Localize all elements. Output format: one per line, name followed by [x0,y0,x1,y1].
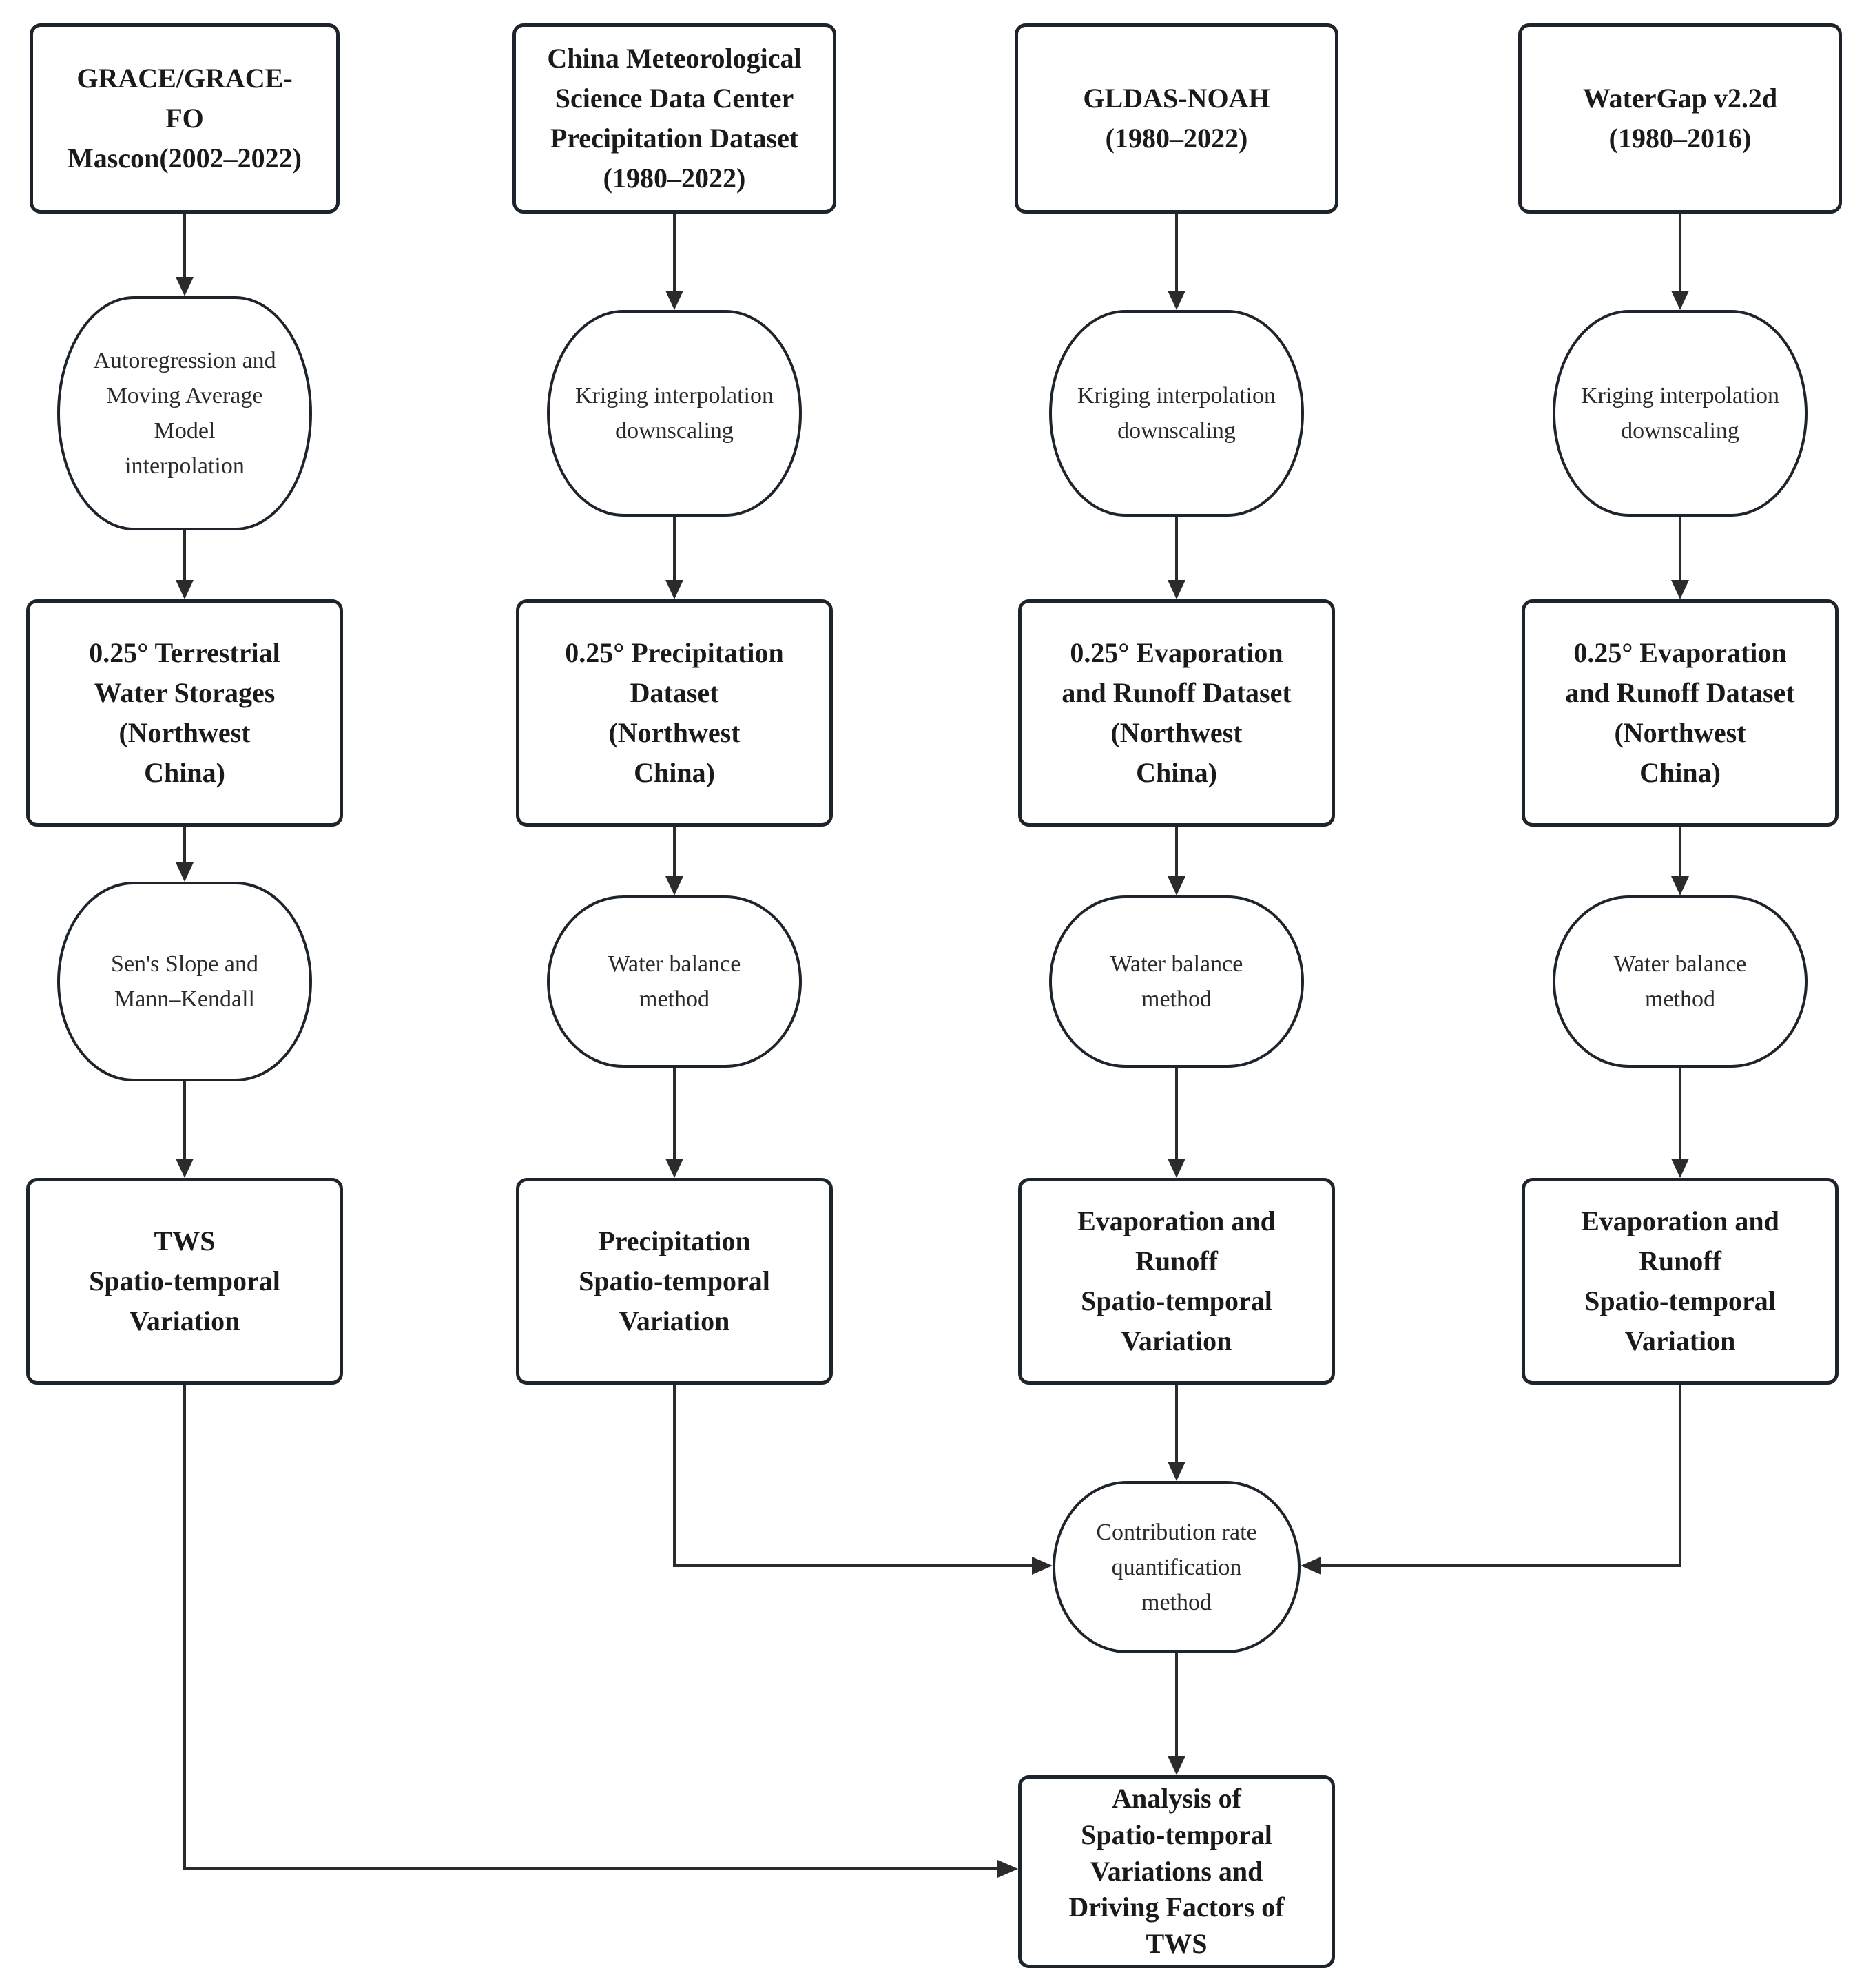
flow-node-evap-variation-watergap: Evaporation and Runoff Spatio-temporal V… [1522,1178,1839,1385]
watergap-source-label: WaterGap v2.2d (1980–2016) [1582,83,1778,154]
flow-node-gldas-source: GLDAS-NOAH (1980–2022) [1015,23,1338,214]
tws-dataset-label: 0.25° Terrestrial Water Storages (Northw… [89,637,280,788]
edge-evap-dataset-watergap-to-wb-arrowhead-icon [1671,876,1689,895]
edge-sens-to-tws-variation-arrowhead-icon [176,1159,194,1178]
edge-arma-to-tws-dataset-arrowhead-icon [176,580,194,599]
edge-wb-to-evap-variation-watergap-arrowhead-icon [1671,1159,1689,1178]
water-balance-precip-label: Water balance method [608,951,741,1012]
edge-kriging-to-evap-dataset-gldas-arrowhead-icon [1168,580,1185,599]
edge-contribution-to-analysis-arrowhead-icon [1168,1756,1185,1775]
flow-node-analysis: Analysis of Spatio-temporal Variations a… [1018,1775,1335,1968]
edge-cmsdc-to-kriging-line [673,214,676,291]
edge-evap-variation-watergap-to-contribution-hline [1321,1564,1681,1567]
flow-node-evap-dataset-gldas: 0.25° Evaporation and Runoff Dataset (No… [1018,599,1335,827]
precip-variation-label: Precipitation Spatio-temporal Variation [579,1225,770,1336]
evap-dataset-gldas-label: 0.25° Evaporation and Runoff Dataset (No… [1062,637,1292,788]
edge-gldas-to-kriging-line [1175,214,1178,291]
evap-dataset-watergap-label: 0.25° Evaporation and Runoff Dataset (No… [1565,637,1795,788]
edge-wb-to-evap-variation-gldas-line [1175,1068,1178,1159]
flow-node-evap-dataset-watergap: 0.25° Evaporation and Runoff Dataset (No… [1522,599,1839,827]
arma-interpolation-label: Autoregression and Moving Average Model … [93,348,276,479]
kriging-precip-label: Kriging interpolation downscaling [574,383,774,444]
edge-wb-to-precip-variation-arrowhead-icon [665,1159,683,1178]
edge-kriging-to-evap-dataset-watergap-arrowhead-icon [1671,580,1689,599]
flow-node-water-balance-gldas: Water balance method [1049,895,1304,1068]
edge-evap-dataset-gldas-to-wb-arrowhead-icon [1168,876,1185,895]
flow-node-precip-dataset: 0.25° Precipitation Dataset (Northwest C… [516,599,833,827]
edge-tws-variation-to-analysis-arrowhead-icon [997,1860,1018,1878]
contribution-rate-label: Contribution rate quantification method [1096,1519,1257,1615]
flow-node-precip-variation: Precipitation Spatio-temporal Variation [516,1178,833,1385]
analysis-label: Analysis of Spatio-temporal Variations a… [1068,1783,1285,1960]
edge-cmsdc-to-kriging-arrowhead-icon [665,291,683,310]
kriging-watergap-label: Kriging interpolation downscaling [1580,383,1779,444]
edge-precip-variation-to-contribution-vline [673,1385,676,1567]
edge-kriging-to-evap-dataset-watergap-line [1679,517,1681,580]
precip-dataset-label: 0.25° Precipitation Dataset (Northwest C… [565,637,784,788]
edge-wb-to-evap-variation-gldas-arrowhead-icon [1168,1159,1185,1178]
edge-kriging-to-precip-dataset-line [673,517,676,580]
edge-wb-to-precip-variation-line [673,1068,676,1159]
edge-kriging-to-evap-dataset-gldas-line [1175,517,1178,580]
flow-node-arma-interpolation: Autoregression and Moving Average Model … [57,296,312,530]
edge-sens-to-tws-variation-line [183,1081,186,1159]
flow-node-water-balance-watergap: Water balance method [1553,895,1808,1068]
edge-evap-variation-watergap-to-contribution-arrowhead-icon [1301,1557,1321,1575]
edge-watergap-to-kriging-line [1679,214,1681,291]
edge-evap-variation-watergap-to-contribution-vline [1679,1385,1681,1567]
flow-node-kriging-precip: Kriging interpolation downscaling [547,310,802,517]
gldas-source-label: GLDAS-NOAH (1980–2022) [1083,83,1270,154]
edge-tws-dataset-to-sens-arrowhead-icon [176,862,194,882]
edge-wb-to-evap-variation-watergap-line [1679,1068,1681,1159]
flow-node-sens-slope-mann-kendall: Sen's Slope and Mann–Kendall [57,882,312,1081]
evap-variation-gldas-label: Evaporation and Runoff Spatio-temporal V… [1077,1205,1276,1356]
flow-node-kriging-gldas: Kriging interpolation downscaling [1049,310,1304,517]
flow-node-evap-variation-gldas: Evaporation and Runoff Spatio-temporal V… [1018,1178,1335,1385]
edge-precip-variation-to-contribution-hline [673,1564,1032,1567]
flow-node-tws-variation: TWS Spatio-temporal Variation [26,1178,343,1385]
edge-tws-variation-to-analysis-hline [183,1867,997,1870]
edge-arma-to-tws-dataset-line [183,530,186,580]
flow-node-water-balance-precip: Water balance method [547,895,802,1068]
cmsdc-source-label: China Meteorological Science Data Center… [547,43,802,194]
edge-contribution-to-analysis-line [1175,1653,1178,1756]
grace-source-label: GRACE/GRACE- FO Mascon(2002–2022) [68,63,302,174]
evap-variation-watergap-label: Evaporation and Runoff Spatio-temporal V… [1581,1205,1779,1356]
edge-evap-variation-gldas-to-contribution-arrowhead-icon [1168,1462,1185,1481]
edge-grace-to-arma-arrowhead-icon [176,277,194,296]
edge-tws-variation-to-analysis-vline [183,1385,186,1870]
flow-node-grace-source: GRACE/GRACE- FO Mascon(2002–2022) [30,23,340,214]
flow-node-kriging-watergap: Kriging interpolation downscaling [1553,310,1808,517]
flow-node-tws-dataset: 0.25° Terrestrial Water Storages (Northw… [26,599,343,827]
edge-evap-dataset-gldas-to-wb-line [1175,827,1178,876]
edge-precip-variation-to-contribution-arrowhead-icon [1032,1557,1053,1575]
edge-tws-dataset-to-sens-line [183,827,186,862]
tws-variation-label: TWS Spatio-temporal Variation [89,1225,280,1336]
water-balance-watergap-label: Water balance method [1613,951,1747,1012]
edge-evap-variation-gldas-to-contribution-line [1175,1385,1178,1462]
edge-precip-dataset-to-wb-line [673,827,676,876]
edge-watergap-to-kriging-arrowhead-icon [1671,291,1689,310]
edge-gldas-to-kriging-arrowhead-icon [1168,291,1185,310]
flow-node-watergap-source: WaterGap v2.2d (1980–2016) [1518,23,1842,214]
kriging-gldas-label: Kriging interpolation downscaling [1077,383,1276,444]
sens-slope-mann-kendall-label: Sen's Slope and Mann–Kendall [111,951,258,1012]
flow-node-contribution-rate: Contribution rate quantification method [1053,1481,1301,1653]
edge-evap-dataset-watergap-to-wb-line [1679,827,1681,876]
edge-precip-dataset-to-wb-arrowhead-icon [665,876,683,895]
edge-kriging-to-precip-dataset-arrowhead-icon [665,580,683,599]
edge-grace-to-arma-line [183,214,186,277]
flow-node-cmsdc-source: China Meteorological Science Data Center… [512,23,836,214]
water-balance-gldas-label: Water balance method [1110,951,1243,1012]
